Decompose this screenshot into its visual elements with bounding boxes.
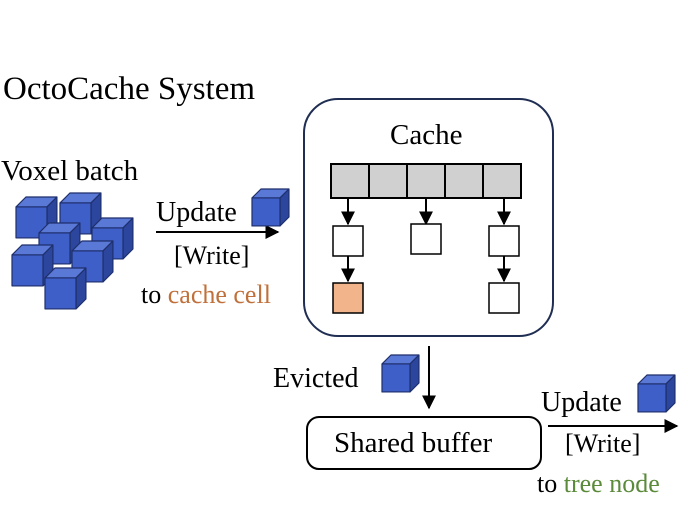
cache-slot xyxy=(330,163,370,199)
write-label-tree: [Write] xyxy=(565,429,641,458)
tree-node-target: tree node xyxy=(563,469,660,498)
voxel-cube-icon xyxy=(381,354,420,393)
voxel-batch-cluster xyxy=(11,192,134,310)
cache-cell-target: cache cell xyxy=(167,280,271,309)
cache-slot xyxy=(406,163,446,199)
voxel-batch-label: Voxel batch xyxy=(1,155,139,187)
update-label-tree: Update xyxy=(541,387,622,418)
voxel-cube-icon xyxy=(381,354,420,393)
cache-cell xyxy=(488,282,520,314)
cache-cell xyxy=(410,223,442,255)
voxel-cube-icon xyxy=(637,374,676,413)
diagram-title: OctoCache System xyxy=(3,71,256,107)
voxel-cube-icon xyxy=(251,188,290,227)
to-tree-node-label: to tree node xyxy=(537,471,660,497)
cache-cell xyxy=(332,225,364,257)
cache-cell xyxy=(488,225,520,257)
voxel-cube-icon xyxy=(44,267,87,310)
update-label: Update xyxy=(156,197,237,228)
to-prefix: to xyxy=(537,469,558,498)
cache-slot-array xyxy=(330,163,522,199)
voxel-cube-icon xyxy=(251,188,290,227)
shared-buffer-box xyxy=(306,416,542,470)
to-cache-cell-label: to cache cell xyxy=(141,282,271,308)
cache-slot xyxy=(444,163,484,199)
voxel-cube-icon xyxy=(637,374,676,413)
evicted-label: Evicted xyxy=(273,363,359,394)
shared-buffer-label: Shared buffer xyxy=(334,427,493,459)
to-prefix: to xyxy=(141,280,162,309)
cache-label: Cache xyxy=(390,119,463,151)
cache-cell-highlighted xyxy=(332,282,364,314)
cache-slot xyxy=(368,163,408,199)
cache-slot xyxy=(482,163,522,199)
write-label: [Write] xyxy=(174,241,250,270)
